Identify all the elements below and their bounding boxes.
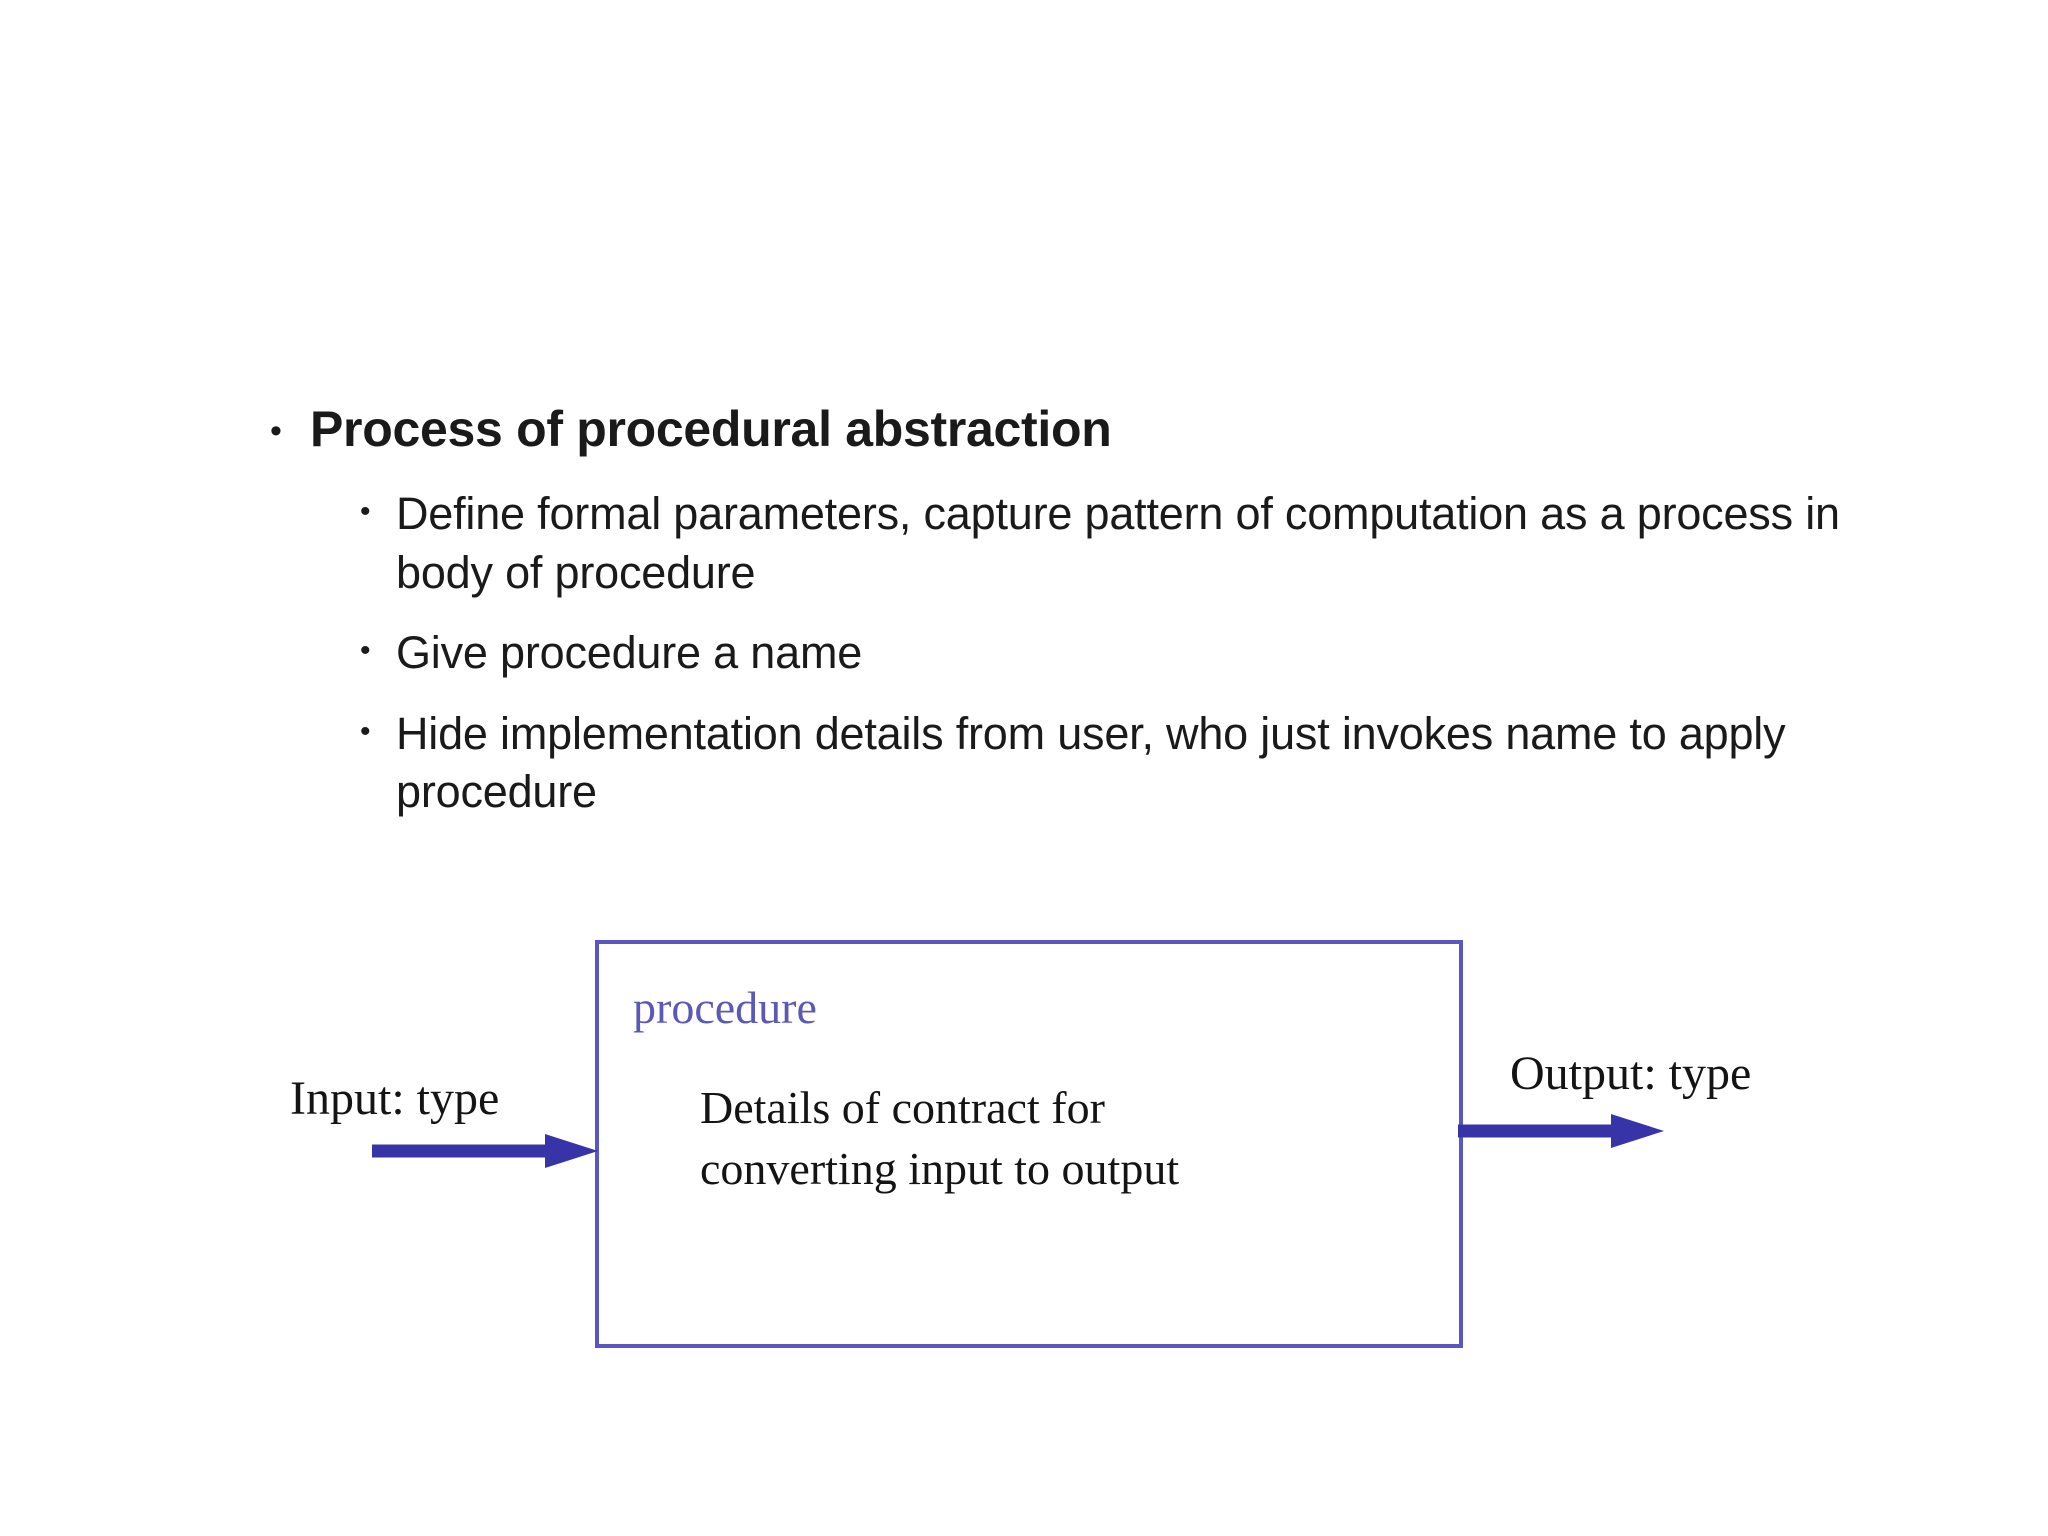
list-item: • Hide implementation details from user,… <box>360 705 1970 822</box>
page-title: Process of procedural abstraction <box>310 401 1112 457</box>
heading-bullet-row: • Process of procedural abstraction <box>270 400 1970 459</box>
procedure-body-line-1: Details of contract for <box>700 1082 1105 1133</box>
bullet-list: • Process of procedural abstraction • De… <box>270 400 1970 844</box>
bullet-dot-icon: • <box>360 714 371 748</box>
list-item: • Define formal parameters, capture patt… <box>360 485 1970 602</box>
output-arrow-icon <box>1458 1114 1664 1148</box>
procedure-box <box>595 940 1463 1348</box>
output-type-label: Output: type <box>1510 1047 1752 1100</box>
input-arrow-icon <box>372 1134 598 1168</box>
sub-bullet-label-define-formal-parameters: Define formal parameters, capture patter… <box>396 488 1840 598</box>
procedure-body-line-2: converting input to output <box>700 1142 1180 1194</box>
list-item: • Give procedure a name <box>360 624 1970 683</box>
sub-bullet-label-hide-implementation-details: Hide implementation details from user, w… <box>396 707 1786 818</box>
bullet-dot-icon: • <box>360 495 371 528</box>
procedure-box-body: Details of contract for converting input… <box>700 1078 1400 1199</box>
sub-bullet-label-give-procedure-a-name: Give procedure a name <box>396 627 863 678</box>
bullet-dot-icon: • <box>360 634 371 667</box>
sub-bullet-list: • Define formal parameters, capture patt… <box>360 485 1970 822</box>
input-type-label: Input: type <box>290 1072 500 1125</box>
bullet-dot-icon: • <box>270 412 282 450</box>
procedure-box-title: procedure <box>633 982 817 1033</box>
